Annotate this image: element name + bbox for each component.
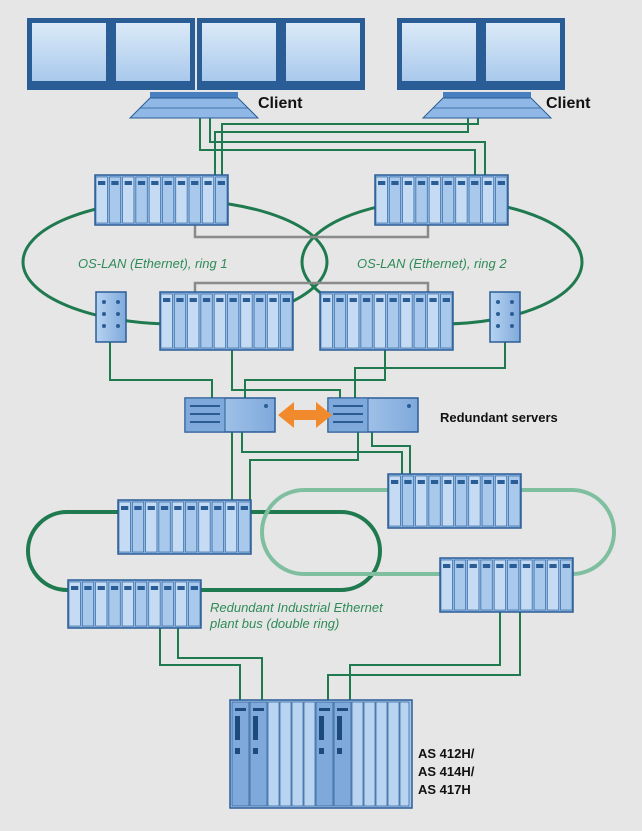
- as-label-line3: AS 417H: [418, 782, 471, 797]
- keyboard-icon: [128, 92, 260, 119]
- network-switch-icon: [95, 291, 127, 343]
- client-right-label: Client: [546, 95, 591, 112]
- as-label-line2: AS 414H/: [418, 764, 475, 779]
- network-switch-icon: [67, 579, 202, 629]
- server-icon: [327, 397, 419, 433]
- plant-bus-label-line2: plant bus (double ring): [209, 616, 339, 631]
- ring1-label: OS-LAN (Ethernet), ring 1: [78, 256, 228, 271]
- network-switch-icon: [117, 499, 252, 555]
- monitor-icon: [397, 18, 565, 90]
- monitor-icon: [27, 18, 195, 90]
- network-switch-icon: [387, 473, 522, 529]
- green-connection-lines: [109, 118, 521, 700]
- gray-switch-links: [193, 225, 430, 292]
- network-switch-icon: [319, 291, 454, 351]
- network-switch-icon: [159, 291, 294, 351]
- plant-bus-label-line1: Redundant Industrial Ethernet: [210, 600, 384, 615]
- monitor-icon: [197, 18, 365, 90]
- sync-arrow-icon: [278, 402, 332, 428]
- server-icon: [184, 397, 276, 433]
- network-switch-icon: [439, 557, 574, 613]
- keyboard-icon: [421, 92, 553, 119]
- plc-rack-icon: [229, 699, 413, 809]
- as-label-line1: AS 412H/: [418, 746, 475, 761]
- network-switch-icon: [94, 174, 229, 226]
- network-switch-icon: [374, 174, 509, 226]
- client-left-label: Client: [258, 95, 303, 112]
- ring2-label: OS-LAN (Ethernet), ring 2: [357, 256, 507, 271]
- redundant-servers-label: Redundant servers: [440, 410, 558, 425]
- network-switch-icon: [489, 291, 521, 343]
